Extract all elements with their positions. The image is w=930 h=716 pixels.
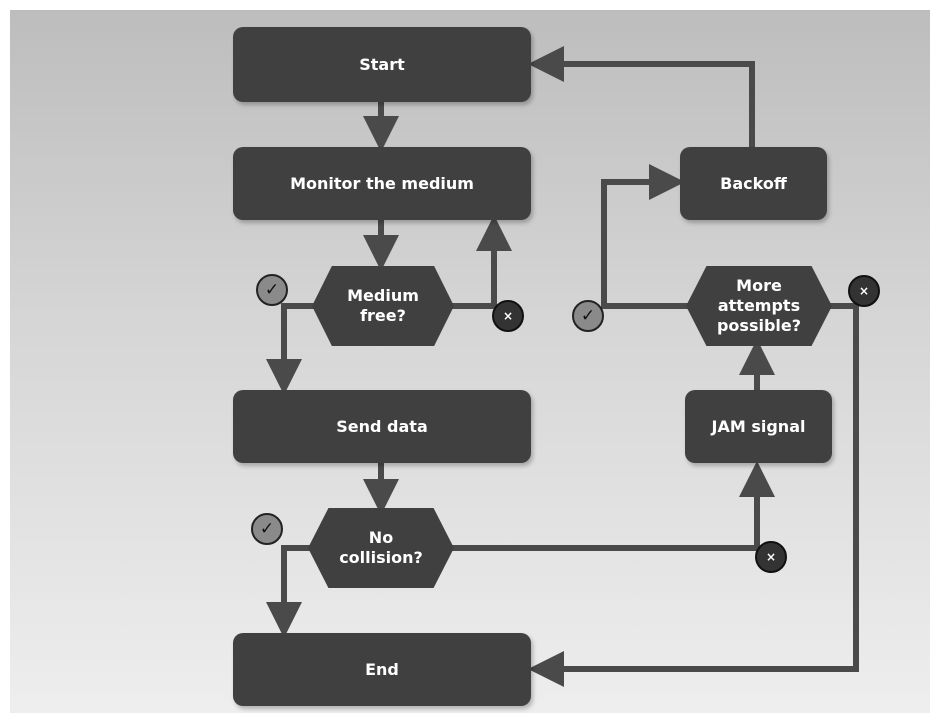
medium-free-label-line1: Medium [347, 286, 419, 305]
more-attempts-label-line3: possible? [716, 316, 802, 335]
arrow-no-more-attempts-to-end [528, 303, 859, 687]
more-attempts-label-line1: More [736, 276, 782, 295]
medium-free-decision: Medium free? [312, 266, 454, 346]
arrow-backoff-to-start [528, 46, 755, 147]
collision-no-x-icon: × [755, 541, 787, 573]
more-attempts-decision: More attempts possible? [686, 266, 832, 346]
arrow-collision-to-jam [452, 461, 775, 551]
medium-free-label-line2: free? [360, 306, 406, 325]
monitor-medium-node: Monitor the medium [233, 147, 531, 220]
start-node: Start [233, 27, 531, 102]
more-attempts-yes-check-icon: ✓ [572, 300, 604, 332]
arrow-no-collision-to-end [266, 545, 310, 638]
more-attempts-no-x-icon: × [848, 275, 880, 307]
no-collision-decision: No collision? [308, 508, 454, 588]
medium-free-yes-check-icon: ✓ [256, 274, 288, 306]
end-node: End [233, 633, 531, 706]
no-collision-yes-check-icon: ✓ [251, 513, 283, 545]
no-collision-label-line2: collision? [339, 548, 423, 567]
jam-signal-node: JAM signal [685, 390, 832, 463]
diagram-canvas [10, 10, 930, 713]
arrow-medium-free-to-send [266, 303, 314, 395]
send-data-node: Send data [233, 390, 531, 463]
more-attempts-label-line2: attempts [717, 296, 801, 315]
arrow-more-attempts-to-backoff [601, 164, 688, 309]
backoff-node: Backoff [680, 147, 827, 220]
arrow-medium-busy-loop [452, 215, 512, 309]
no-collision-label-line1: No [368, 528, 394, 547]
medium-free-no-x-icon: × [492, 300, 524, 332]
